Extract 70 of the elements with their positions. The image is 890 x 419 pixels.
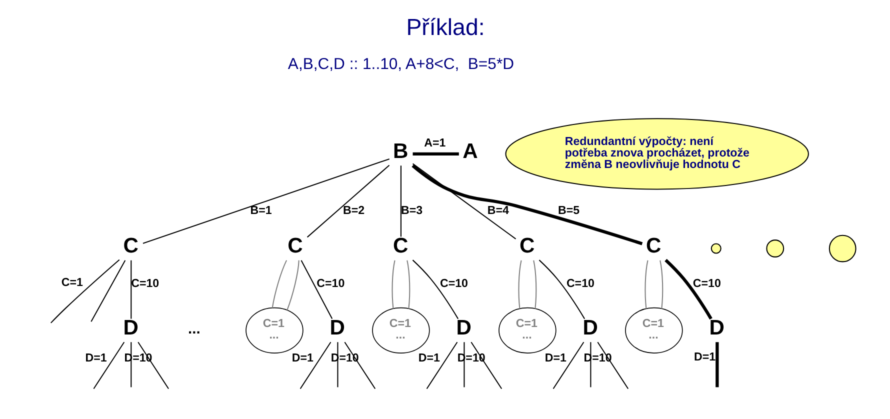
connector bbox=[532, 260, 536, 309]
node-text: C bbox=[646, 234, 661, 258]
connector bbox=[538, 260, 585, 320]
connector bbox=[518, 260, 522, 309]
edge-label: B=5 bbox=[558, 205, 580, 218]
connector bbox=[426, 342, 458, 390]
connector bbox=[412, 163, 516, 240]
edge-label: D=1 bbox=[84, 352, 106, 365]
edge-label: D=1 bbox=[418, 352, 440, 365]
node-text: D bbox=[329, 316, 345, 340]
label: A,B,C,D :: 1..10, A+8<C, B=5*D bbox=[287, 56, 514, 73]
edge-label: D=1 bbox=[693, 352, 716, 364]
connector bbox=[286, 260, 299, 310]
edge-label: C=10 bbox=[316, 278, 344, 290]
node-ellipse: C=1 ... bbox=[624, 307, 682, 354]
node-text: A bbox=[462, 140, 478, 164]
connector bbox=[659, 260, 663, 309]
node-circle bbox=[828, 234, 856, 262]
node-text: D bbox=[122, 316, 138, 340]
connector bbox=[664, 258, 712, 320]
node-circle bbox=[710, 243, 721, 254]
node-text: B bbox=[392, 140, 408, 164]
edge-label: C=10 bbox=[439, 278, 468, 290]
node-ellipse: C=1 ... bbox=[498, 307, 556, 354]
node-circle bbox=[766, 240, 784, 258]
node-text: C bbox=[519, 234, 534, 258]
connector bbox=[391, 260, 395, 309]
connector bbox=[306, 164, 390, 238]
edge-label: C=1 bbox=[60, 277, 82, 290]
connector bbox=[412, 260, 458, 320]
node-text: C bbox=[122, 234, 138, 258]
node-ellipse: C=1 ... bbox=[245, 307, 303, 354]
connector bbox=[552, 342, 584, 390]
edge-label: C=10 bbox=[130, 278, 159, 290]
connector bbox=[590, 342, 591, 388]
connector bbox=[336, 342, 338, 388]
node-text: D bbox=[708, 316, 724, 340]
node-ellipse: C=1 ... bbox=[372, 307, 430, 354]
connector bbox=[406, 260, 410, 309]
connector bbox=[400, 166, 401, 237]
connector bbox=[412, 152, 458, 156]
connector bbox=[92, 342, 124, 390]
connector bbox=[463, 342, 464, 388]
node-text: C bbox=[392, 234, 408, 258]
connector bbox=[130, 342, 132, 388]
connector bbox=[299, 342, 331, 390]
edge-label: B=4 bbox=[486, 205, 508, 218]
connector bbox=[142, 158, 390, 244]
edge-label: A=1 bbox=[424, 137, 446, 150]
connector bbox=[644, 260, 648, 309]
connector bbox=[411, 164, 642, 246]
node-text: D bbox=[582, 316, 598, 340]
edge-label: D=1 bbox=[291, 352, 313, 365]
label: ... bbox=[188, 321, 200, 338]
diagram-title: Příklad: bbox=[406, 14, 484, 40]
edge-label: B=2 bbox=[342, 205, 364, 218]
node-text: C bbox=[287, 234, 302, 258]
edge-label: D=1 bbox=[544, 352, 566, 365]
edge-label: C=10 bbox=[566, 278, 594, 290]
edge-label: C=10 bbox=[692, 278, 720, 290]
connector bbox=[50, 259, 120, 324]
edge-label: B=3 bbox=[400, 205, 422, 218]
connector bbox=[130, 260, 132, 319]
edge-label: B=1 bbox=[250, 205, 272, 218]
connector bbox=[271, 260, 287, 308]
connector bbox=[90, 260, 126, 322]
connector bbox=[300, 260, 332, 320]
connector bbox=[715, 342, 718, 388]
node-text: D bbox=[456, 316, 472, 340]
node-ellipse: Redundantní výpočty: není potřeba znova procházet, protože změna B neovlivňuje hodnotu C bbox=[504, 118, 808, 190]
